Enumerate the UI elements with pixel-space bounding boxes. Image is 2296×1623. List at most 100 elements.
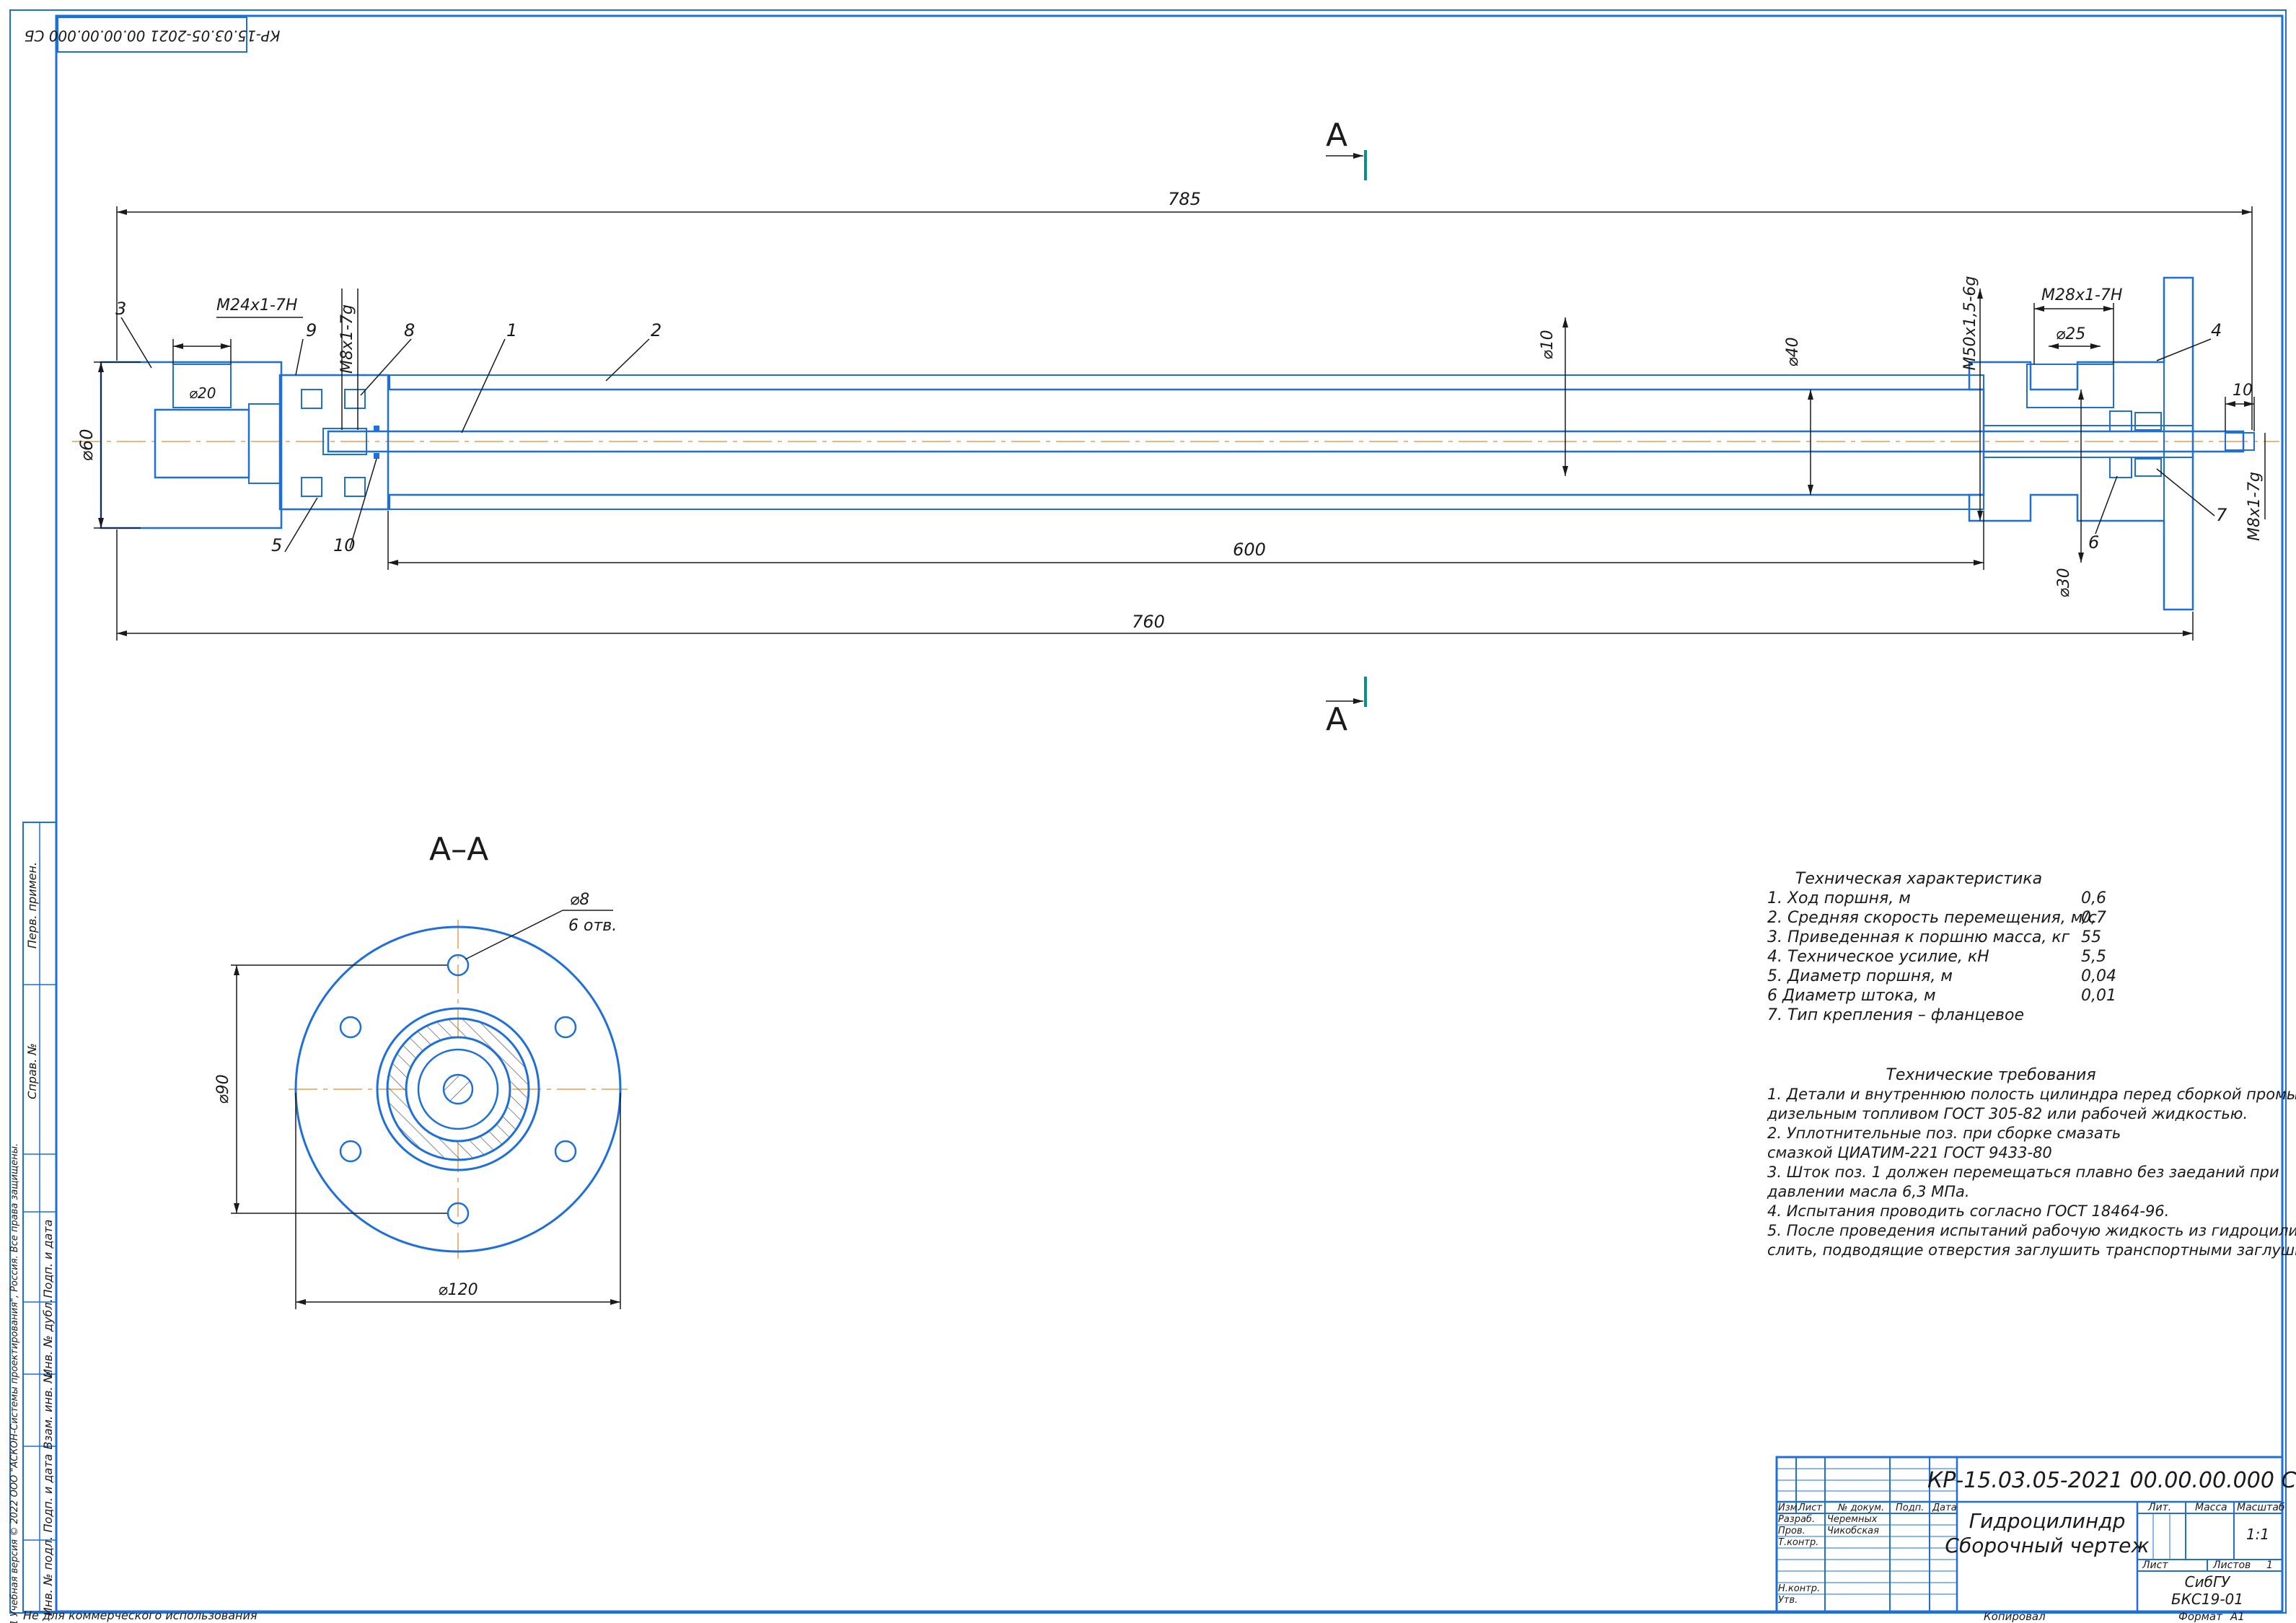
svg-text:M8x1-7g: M8x1-7g — [2246, 472, 2264, 541]
side-label-3: Подп. и дата — [41, 1220, 55, 1298]
svg-text:смазкой ЦИАТИМ-221 ГОСТ 9433-8: смазкой ЦИАТИМ-221 ГОСТ 9433-80 — [1767, 1144, 2052, 1161]
svg-text:4: 4 — [2211, 320, 2222, 340]
svg-text:1. Ход поршня, м: 1. Ход поршня, м — [1767, 889, 1911, 907]
barrel-top — [389, 374, 1984, 390]
svg-text:А1: А1 — [2230, 1610, 2245, 1623]
corner-stamp: КР-15.03.05-2021 00.00.00.000 СБ — [25, 17, 281, 53]
dim-head-thread: M50x1,5-6g — [1961, 276, 1983, 521]
flange-outline — [294, 925, 622, 1253]
svg-text:2. Средняя скорость перемещени: 2. Средняя скорость перемещения, м/с — [1767, 909, 2097, 927]
section-view: А–А ⌀8 6 отв. ⌀90 ⌀120 — [214, 831, 628, 1309]
rod-section — [442, 1073, 474, 1105]
svg-text:0,04: 0,04 — [2081, 967, 2116, 985]
flange-hole — [554, 1140, 577, 1163]
position-leaders: 1 2 3 4 5 6 7 8 9 10 — [115, 299, 2227, 555]
dim-rod-dia: ⌀10 — [1539, 317, 1568, 476]
svg-text:M24x1-7H: M24x1-7H — [216, 296, 297, 315]
svg-text:4. Испытания проводить согласн: 4. Испытания проводить согласно ГОСТ 184… — [1767, 1202, 2169, 1220]
svg-text:дизельным топливом ГОСТ 305-82: дизельным топливом ГОСТ 305-82 или рабоч… — [1767, 1105, 2248, 1122]
nut-10-bottom — [374, 453, 379, 459]
svg-text:8: 8 — [404, 320, 415, 340]
svg-text:Н.контр.: Н.контр. — [1778, 1583, 1820, 1594]
svg-text:M28x1-7H: M28x1-7H — [2041, 286, 2122, 304]
hole-count: 6 отв. — [568, 917, 617, 935]
main-view: А А 785 760 600 — [72, 117, 2279, 738]
svg-text:Масштаб: Масштаб — [2237, 1502, 2285, 1513]
svg-text:0,6: 0,6 — [2081, 889, 2106, 907]
side-label-7: Инв. № подл. — [41, 1536, 55, 1616]
svg-text:5: 5 — [271, 535, 282, 555]
svg-text:Листов: Листов — [2212, 1560, 2251, 1571]
svg-text:Пров.: Пров. — [1778, 1526, 1805, 1536]
svg-text:№ докум.: № докум. — [1837, 1503, 1884, 1513]
seal-left-bottom — [301, 477, 322, 497]
svg-text:3: 3 — [115, 299, 126, 319]
svg-text:9: 9 — [306, 320, 317, 340]
svg-text:⌀25: ⌀25 — [2056, 325, 2085, 343]
title-block: КР-15.03.05-2021 00.00.00.000 СБ Изм. Ли… — [1775, 1456, 2296, 1623]
svg-text:Лист: Лист — [2142, 1560, 2168, 1571]
seal-8-top — [344, 389, 366, 409]
svg-text:2: 2 — [651, 320, 661, 340]
dim-left-port: M24x1-7H ⌀20 — [172, 296, 303, 402]
svg-text:6: 6 — [2088, 532, 2099, 553]
title-designation: КР-15.03.05-2021 00.00.00.000 СБ — [1927, 1468, 2296, 1493]
svg-text:2. Уплотнительные поз. при сбо: 2. Уплотнительные поз. при сборке смазат… — [1767, 1125, 2121, 1142]
svg-text:55: 55 — [2081, 928, 2101, 946]
dim-overall: 785 — [116, 189, 2253, 430]
wiper-7-top — [2134, 412, 2162, 431]
side-label-4: Инв. № дубл. — [41, 1298, 55, 1377]
dim-right-port: M28x1-7H ⌀25 — [2033, 286, 2122, 364]
footer-note: Не для коммерческого использования — [23, 1609, 258, 1622]
svg-text:Утв.: Утв. — [1778, 1595, 1798, 1606]
barrel-bottom — [389, 494, 1984, 510]
dim-rod-end: 10 M8x1-7g — [2225, 382, 2266, 541]
org-line2: БКС19-01 — [2171, 1591, 2243, 1608]
svg-text:⌀30: ⌀30 — [2055, 568, 2073, 597]
svg-text:1. Детали и внутреннюю полость: 1. Детали и внутреннюю полость цилиндра … — [1767, 1086, 2296, 1103]
side-label-1: Перв. примен. — [25, 862, 39, 949]
flange-hole — [339, 1016, 362, 1039]
seal-6-bottom — [2109, 457, 2132, 478]
svg-text:Черемных: Черемных — [1827, 1514, 1878, 1525]
flange-hole — [554, 1016, 577, 1039]
tech-requirements: Технические требования 1. Детали и внутр… — [1767, 1066, 2296, 1259]
dim-rod-guide: ⌀30 — [2055, 390, 2084, 598]
flange-dia-dim: ⌀120 — [438, 1281, 478, 1299]
wiper-7-bottom — [2134, 458, 2162, 477]
section-mark-top: А — [1326, 117, 1367, 180]
sheet-frame — [9, 9, 2287, 1614]
seal-8-bottom — [344, 477, 366, 497]
piston — [278, 374, 390, 511]
piston-rod — [327, 430, 2245, 453]
svg-text:слить, подводящие отверстия за: слить, подводящие отверстия заглушить тр… — [1767, 1241, 2296, 1259]
nut-10-top — [374, 426, 379, 431]
svg-text:5. Диаметр поршня, м: 5. Диаметр поршня, м — [1767, 967, 1953, 985]
hole-dia: ⌀8 — [570, 891, 589, 909]
tech-characteristics: Техническая характеристика 1. Ход поршня… — [1767, 870, 2116, 1024]
svg-text:5,5: 5,5 — [2081, 948, 2106, 966]
side-label-6: Подп. и дата — [41, 1454, 55, 1533]
tech-char-title: Техническая характеристика — [1795, 870, 2042, 888]
section-mark-bottom: А — [1326, 677, 1367, 738]
svg-text:3. Приведенная к поршню масса,: 3. Приведенная к поршню масса, кг — [1767, 928, 2070, 946]
svg-text:5. После проведения испытаний: 5. После проведения испытаний рабочую жи… — [1767, 1222, 2296, 1239]
bolt-circle-dim: ⌀90 — [214, 1074, 232, 1104]
flange-hole — [447, 954, 470, 977]
svg-text:1: 1 — [2266, 1560, 2273, 1571]
svg-text:Подп.: Подп. — [1896, 1503, 1924, 1513]
corner-stamp-text: КР-15.03.05-2021 00.00.00.000 СБ — [25, 27, 281, 45]
svg-text:600: 600 — [1233, 540, 1266, 560]
svg-text:7: 7 — [2216, 505, 2227, 525]
svg-text:0,01: 0,01 — [2081, 987, 2116, 1005]
tech-req-title: Технические требования — [1886, 1066, 2095, 1084]
org-line1: СибГУ — [2185, 1573, 2231, 1591]
side-strip: Перв. примен. Справ. № Подп. и дата Инв.… — [9, 822, 57, 1623]
dim-left-dia: ⌀60 — [76, 361, 141, 529]
svg-text:⌀10: ⌀10 — [1539, 330, 1557, 359]
svg-text:⌀20: ⌀20 — [189, 384, 216, 402]
svg-text:3. Шток поз. 1 должен перемеща: 3. Шток поз. 1 должен перемещаться плавн… — [1767, 1164, 2279, 1181]
seal-left-top — [301, 389, 322, 409]
svg-text:Лит.: Лит. — [2147, 1502, 2171, 1513]
